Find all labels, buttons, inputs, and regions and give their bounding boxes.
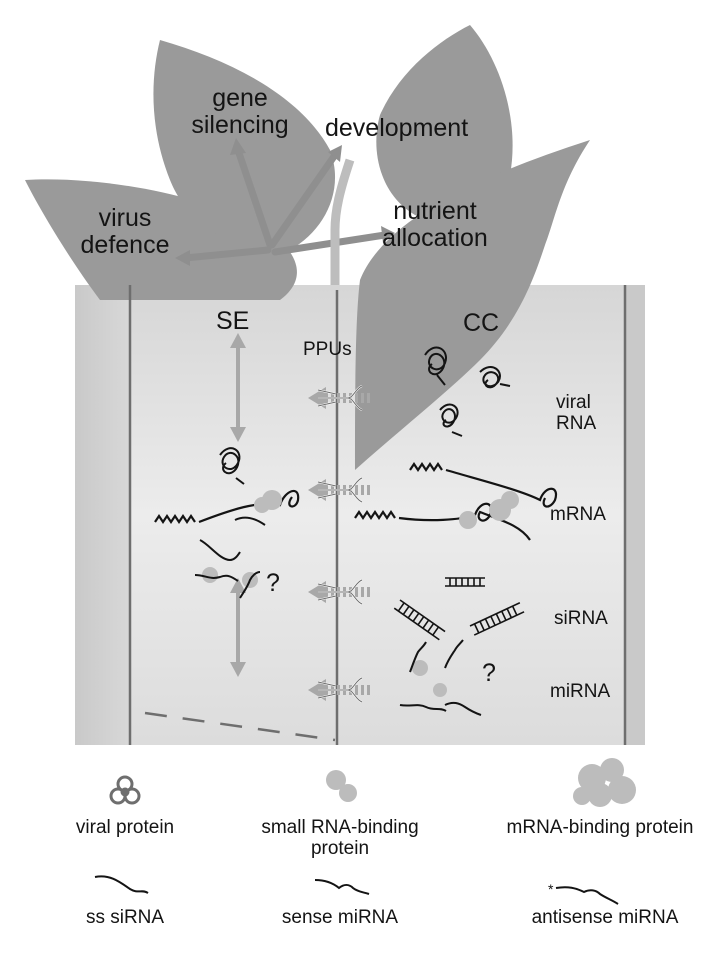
leaf-left bbox=[25, 179, 297, 300]
leaf-right bbox=[355, 140, 590, 470]
legend-sense-mirna: sense miRNA bbox=[281, 907, 399, 928]
label-se: SE bbox=[216, 307, 250, 335]
cc-mirnas bbox=[399, 639, 482, 716]
legend-mrna-binding-protein: mRNA-binding protein bbox=[506, 817, 694, 838]
label-mrna: mRNA bbox=[550, 504, 606, 525]
question-mark-se: ? bbox=[266, 569, 280, 597]
label-sirna: siRNA bbox=[554, 608, 608, 629]
legend-antisense-mirna: antisense miRNA bbox=[531, 907, 679, 928]
se-small-rnas bbox=[194, 516, 266, 599]
stem-arrowheads bbox=[175, 138, 395, 266]
legend-small-rna-binding-protein: small RNA-binding protein bbox=[261, 817, 419, 859]
small-blob-icon bbox=[326, 770, 357, 802]
label-gene-silencing: gene silencing bbox=[191, 84, 289, 139]
biohazard-icon bbox=[109, 775, 141, 805]
antisense-star: * bbox=[548, 881, 554, 897]
main-stem bbox=[330, 158, 355, 285]
label-ppus: PPUs bbox=[303, 339, 352, 360]
stem-arrows bbox=[181, 146, 389, 262]
sieve-plate bbox=[144, 711, 336, 742]
leaves bbox=[25, 25, 590, 470]
leaf-top-left bbox=[153, 40, 336, 251]
cell-walls bbox=[128, 285, 627, 745]
label-viral-rna: viral RNA bbox=[556, 392, 597, 434]
legend-viral-protein: viral protein bbox=[75, 817, 175, 838]
ppu-channel bbox=[308, 385, 370, 411]
ppu-channel bbox=[308, 677, 370, 703]
legend-ss-sirna: ss siRNA bbox=[85, 907, 165, 928]
viral-rna-coils bbox=[219, 346, 511, 485]
ss-sirna-icon bbox=[94, 875, 149, 894]
ppu-channels bbox=[308, 385, 370, 703]
label-cc: CC bbox=[463, 309, 500, 337]
ppu-channel bbox=[308, 579, 370, 605]
sirna-duplexes bbox=[393, 577, 525, 641]
se-arrowheads bbox=[230, 333, 246, 677]
protein-blobs bbox=[202, 490, 519, 697]
question-mark-cc: ? bbox=[482, 659, 496, 687]
ppu-channel bbox=[308, 477, 370, 503]
label-nutrient-allocation: nutrient allocation bbox=[382, 197, 488, 252]
sense-mirna-icon bbox=[314, 879, 370, 895]
label-virus-defence: virus defence bbox=[80, 204, 170, 259]
label-development: development bbox=[325, 114, 469, 142]
label-mirna: miRNA bbox=[550, 681, 611, 702]
leaf-top-right bbox=[376, 25, 513, 222]
large-blob-icon bbox=[573, 758, 636, 807]
antisense-mirna-icon bbox=[555, 886, 619, 905]
